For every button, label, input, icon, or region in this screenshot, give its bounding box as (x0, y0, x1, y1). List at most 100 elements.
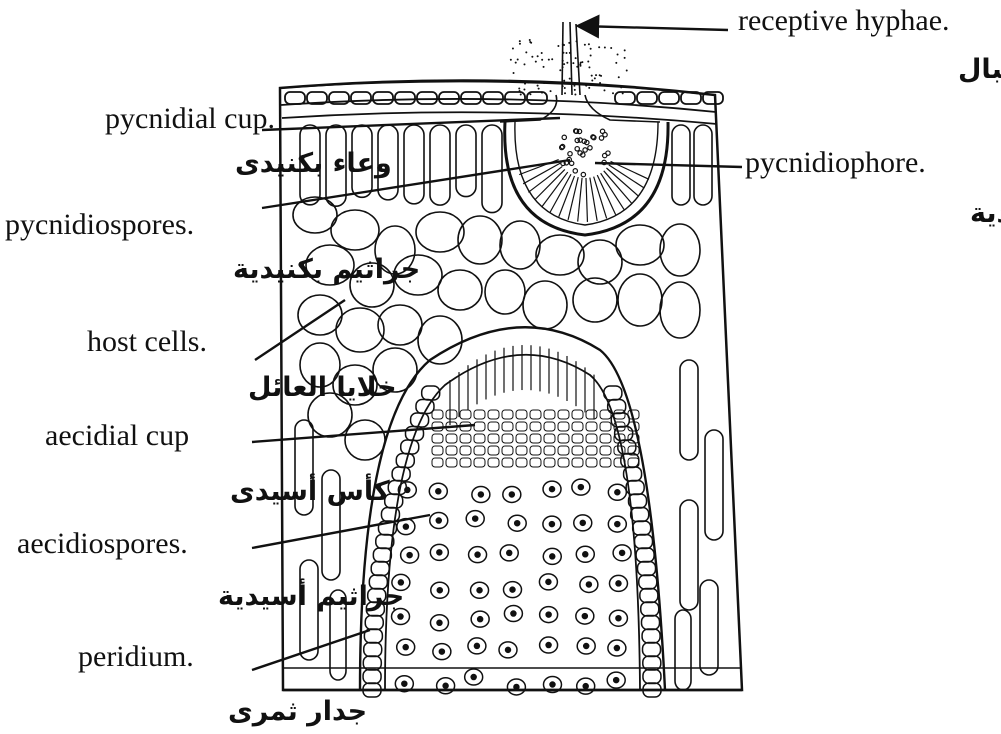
aecidiospore-nucleus (471, 675, 476, 680)
host-cell (485, 270, 525, 314)
stipple-dot (588, 66, 590, 68)
stipple-dot (548, 59, 550, 61)
leader-receptive-hyphae (580, 26, 728, 30)
peridium-cell (643, 670, 661, 684)
stipple-dot (610, 47, 612, 49)
aecidiospore-nucleus (436, 518, 441, 523)
aecidiospores-drawing (392, 479, 632, 695)
host-cells-drawing (293, 197, 700, 460)
stipple-dot (562, 52, 564, 54)
aecidial-mesh-cell (488, 410, 499, 419)
peridium-cell (392, 467, 410, 481)
aecidial-mesh-cell (488, 434, 499, 443)
aecidiospore-nucleus (403, 524, 408, 529)
aecidiospore-nucleus (620, 550, 625, 555)
stipple-dot (517, 59, 519, 61)
stipple-dot (569, 52, 571, 54)
host-cell (523, 281, 567, 329)
stipple-dot (594, 77, 596, 79)
stipple-dot (527, 82, 529, 84)
host-cell (418, 316, 462, 364)
aecidial-mesh-cell (586, 422, 597, 431)
aecidial-mesh-cell (432, 446, 443, 455)
stipple-dot (518, 87, 520, 89)
pycnidiophore-line (568, 177, 578, 220)
stipple-dot (525, 51, 527, 53)
peridium-cell (643, 643, 661, 657)
peridium-cell (642, 629, 660, 643)
label-host-cells: host cells. (87, 325, 207, 358)
aecidial-cup-mesh (432, 410, 639, 467)
leader-aecidial-cup (252, 425, 475, 442)
aecidiospore-nucleus (583, 684, 588, 689)
aecidial-mesh-cell (474, 434, 485, 443)
aecidial-mesh-cell (544, 410, 555, 419)
stipple-dot (591, 75, 593, 77)
aecidiospore-nucleus (436, 489, 441, 494)
aecidiospore-nucleus (478, 492, 483, 497)
aecidiospore-nucleus (437, 588, 442, 593)
stipple-dot (612, 92, 614, 94)
aecidial-mesh-cell (432, 410, 443, 419)
pycnidiospore-dot (583, 148, 587, 152)
stipple-dot (584, 44, 586, 46)
aecidial-mesh-cell (530, 410, 541, 419)
stipple-dot (512, 47, 514, 49)
aecidial-mesh-cell (488, 446, 499, 455)
stipple-dot (576, 66, 578, 68)
peridium-cell (631, 508, 649, 522)
aecidiospore-nucleus (473, 516, 478, 521)
aecidial-mesh-cell (572, 446, 583, 455)
stipple-dot (599, 82, 601, 84)
host-cell (416, 212, 464, 252)
aecidial-mesh-cell (502, 434, 513, 443)
epidermis-cell (505, 92, 525, 104)
aecidial-mesh-cell (558, 422, 569, 431)
aecidiospore-nucleus (405, 487, 410, 492)
peridium-cell (634, 535, 652, 549)
stipple-dot (529, 39, 531, 41)
aecidiospore-nucleus (550, 554, 555, 559)
aecidial-mesh-cell (558, 446, 569, 455)
stipple-dot (615, 62, 617, 64)
aecidiospore-nucleus (546, 612, 551, 617)
host-cell (616, 225, 664, 265)
aecidial-mesh-cell (544, 434, 555, 443)
stipple-dot (576, 40, 578, 42)
aecidiospore-nucleus (437, 550, 442, 555)
aecidium (360, 327, 665, 697)
aecidiospore-nucleus (510, 587, 515, 592)
stipple-dot (531, 56, 533, 58)
epidermis-cell (417, 92, 437, 104)
aecidial-mesh-cell (600, 458, 611, 467)
aecidiospore-nucleus (403, 645, 408, 650)
aecidial-mesh-cell (474, 446, 485, 455)
stipple-dot (562, 43, 564, 45)
epidermis-cell (395, 92, 415, 104)
peridium-cell (641, 602, 659, 616)
stipple-dot (562, 85, 564, 87)
epidermis-cell (439, 92, 459, 104)
aecidial-mesh-cell (502, 410, 513, 419)
aecidial-mesh-cell (516, 410, 527, 419)
stipple-dot (562, 66, 564, 68)
host-cell (660, 282, 700, 338)
stipple-dot (535, 61, 537, 63)
aecidial-mesh-cell (516, 422, 527, 431)
stipple-dot (564, 92, 566, 94)
aecidial-mesh-cell (446, 410, 457, 419)
peridium-cell (371, 562, 389, 576)
pycnidium (500, 22, 668, 235)
aecidial-mesh-cell (502, 422, 513, 431)
stipple-dot (537, 85, 539, 87)
stipple-dot (523, 88, 525, 90)
stipple-dot (529, 41, 531, 43)
stipple-top (510, 39, 628, 95)
stipple-dot (515, 62, 517, 64)
peridium-cell (364, 643, 382, 657)
stipple-dot (563, 80, 565, 82)
aecidial-mesh-cell (502, 458, 513, 467)
host-cell (378, 305, 422, 345)
aecidiospore-nucleus (398, 614, 403, 619)
